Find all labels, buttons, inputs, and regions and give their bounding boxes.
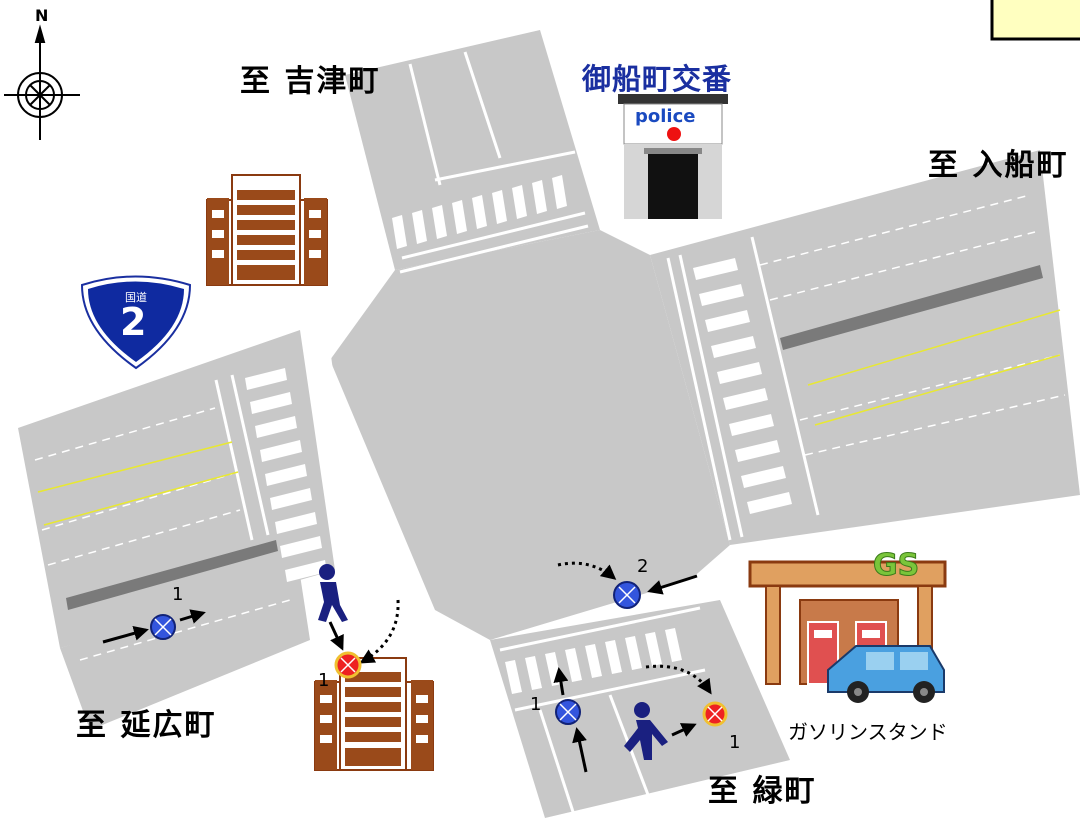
marker-blue-south <box>555 699 581 725</box>
pedestrian-west <box>318 564 348 622</box>
dotted-arrows <box>359 561 712 695</box>
center-lines <box>37 309 1061 526</box>
destination-east: 至 入船町 <box>928 148 1069 183</box>
compass-rose <box>4 24 80 140</box>
gas-station <box>748 560 947 703</box>
pedestrian-south <box>624 702 668 760</box>
road-medians <box>66 265 1043 610</box>
movement-arrows <box>102 574 698 773</box>
marker-red-west <box>334 651 362 679</box>
building-northwest <box>206 174 328 286</box>
marker-label-west-red: 1 <box>318 670 330 691</box>
crosswalk-north <box>392 175 567 249</box>
compass-north-label: N <box>35 6 49 25</box>
police-box-sign: police <box>635 106 696 127</box>
marker-label-south-blue: 1 <box>530 694 542 715</box>
route-sign-shape <box>80 275 192 370</box>
police-box-title: 御船町交番 <box>582 62 733 96</box>
destination-north: 至 吉津町 <box>240 64 381 99</box>
corner-box <box>990 0 1080 41</box>
marker-blue-west <box>150 614 176 640</box>
marker-blue-center <box>613 581 641 609</box>
building-south <box>314 657 434 771</box>
road-edge-lines <box>214 51 820 818</box>
marker-label-center-blue: 2 <box>637 556 649 577</box>
lane-dashes <box>34 194 1066 661</box>
route-sign-number: 2 <box>120 300 147 344</box>
crosswalk-west <box>245 368 327 582</box>
destination-west: 至 延広町 <box>76 708 217 743</box>
crosswalk-east <box>693 258 792 514</box>
destination-south: 至 緑町 <box>708 774 817 809</box>
gas-station-sign: GS <box>872 548 920 584</box>
marker-label-south-red: 1 <box>729 732 741 753</box>
gas-station-caption: ガソリンスタンド <box>788 720 948 744</box>
route-sign-kanji: 国道 <box>125 291 147 304</box>
marker-red-south <box>702 701 728 727</box>
marker-label-west-blue: 1 <box>172 584 184 605</box>
police-box <box>618 94 728 219</box>
